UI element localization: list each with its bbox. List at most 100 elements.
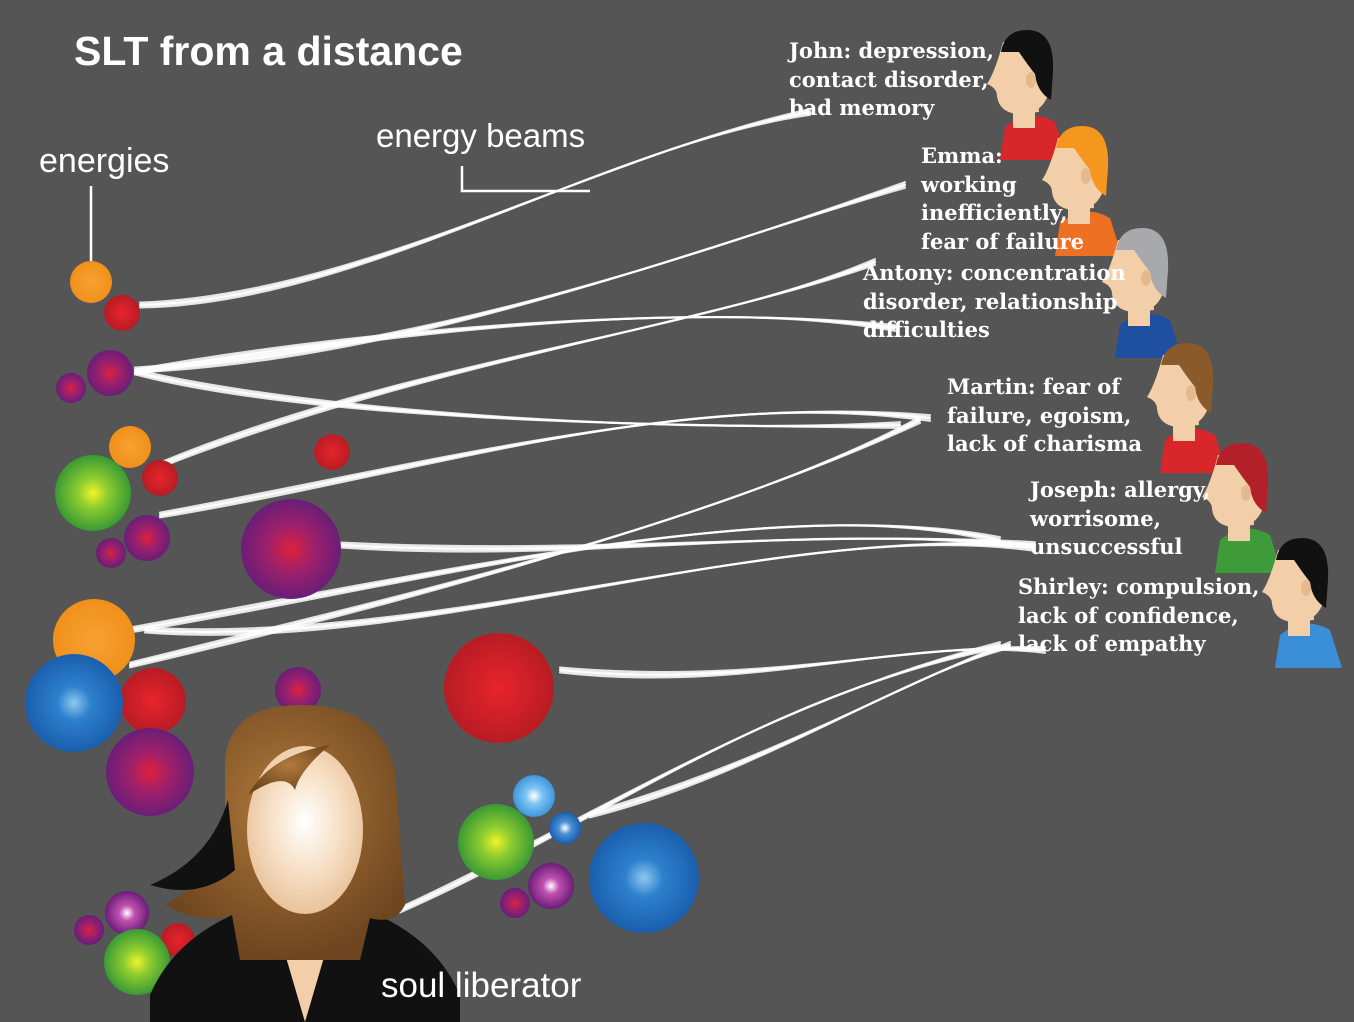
person-label-emma: Emma: working inefficiently, fear of fai…	[921, 142, 1084, 256]
energy-beam-stroke	[159, 262, 876, 467]
energy-beam-stroke	[588, 643, 1012, 817]
person-ear	[1081, 168, 1091, 184]
energy-beam-stroke	[133, 181, 907, 369]
person-hair	[1116, 228, 1169, 298]
energy-sphere	[314, 434, 350, 470]
person-ear	[1301, 580, 1311, 596]
person-label-line: inefficiently,	[921, 200, 1068, 225]
energy-beam-stroke	[143, 544, 1037, 636]
person-label-line: Shirley: compulsion,	[1018, 574, 1260, 599]
energy-beams-label: energy beams	[376, 117, 586, 154]
energy-sphere	[241, 499, 341, 599]
energy-beam-stroke	[338, 537, 1037, 553]
person-label-line: bad memory	[789, 95, 935, 120]
person-label-line: Antony: concentration	[863, 260, 1126, 285]
energy-sphere	[142, 460, 178, 496]
person-ear	[1141, 270, 1151, 286]
energy-sphere	[96, 538, 126, 568]
energy-beam-stroke	[133, 186, 907, 374]
person-ear	[1241, 485, 1251, 501]
person-head-emma	[1042, 126, 1122, 256]
energy-beam-stroke	[128, 421, 922, 669]
person-head-joseph	[1202, 443, 1282, 573]
person-head-shirley	[1262, 538, 1342, 668]
energy-beam-stroke	[133, 183, 907, 372]
energy-sphere	[458, 804, 534, 880]
person-label-line: unsuccessful	[1030, 534, 1183, 559]
person-label-line: lack of confidence,	[1018, 602, 1239, 628]
energy-sphere	[444, 633, 554, 743]
person-label-line: working	[921, 171, 1017, 197]
person-ear	[1186, 385, 1196, 401]
person-label-line: lack of empathy	[1018, 631, 1206, 656]
energy-sphere	[87, 350, 133, 396]
person-hair	[1001, 30, 1054, 100]
energy-sphere	[124, 515, 170, 561]
energy-beams-pointer	[460, 166, 590, 193]
people-heads	[987, 30, 1342, 668]
energy-beam-stroke	[588, 646, 1012, 819]
energy-sphere	[70, 261, 112, 303]
energy-beam-stroke	[158, 263, 877, 469]
energy-beams	[128, 108, 1047, 914]
energies-label: energies	[39, 142, 170, 180]
person-label-line: John: depression,	[789, 38, 994, 63]
soul-liberator-label: soul liberator	[381, 966, 582, 1005]
energy-sphere	[589, 823, 699, 933]
energy-sphere	[55, 455, 131, 531]
energy-sphere	[56, 373, 86, 403]
energy-sphere	[74, 915, 104, 945]
energy-beam-stroke	[158, 411, 932, 519]
energy-beam-stroke	[133, 370, 902, 428]
energy-spheres	[25, 261, 699, 995]
person-head-john	[987, 30, 1067, 160]
energy-sphere	[500, 888, 530, 918]
energy-sphere	[104, 929, 170, 995]
energy-beam-stroke	[128, 524, 1002, 634]
energy-beam-stroke	[158, 260, 877, 467]
person-label-martin: Martin: fear of failure, egoism, lack of…	[947, 373, 1142, 459]
person-label-line: disorder, relationship	[863, 288, 1118, 314]
person-label-joseph: Joseph: allergy, worrisome, unsuccessful	[1030, 476, 1210, 562]
energy-beam-stroke	[133, 315, 897, 376]
energy-sphere	[25, 654, 123, 752]
person-hair	[1276, 538, 1329, 608]
person-label-line: failure, egoism,	[947, 402, 1132, 428]
person-hair	[1216, 443, 1269, 513]
person-label-john: John: depression, contact disorder, bad …	[789, 37, 994, 123]
energy-beam-stroke	[159, 411, 931, 517]
person-hair	[1161, 343, 1214, 413]
energy-sphere	[109, 426, 151, 468]
energy-beam-stroke	[133, 373, 902, 429]
energy-sphere	[528, 863, 574, 909]
energy-sphere	[513, 775, 555, 817]
liberator-hair-shadow	[150, 800, 235, 890]
person-label-shirley: Shirley: compulsion, lack of confidence,…	[1018, 573, 1259, 659]
person-hair	[1056, 126, 1109, 196]
energy-sphere	[105, 891, 149, 935]
person-label-antony: Antony: concentration disorder, relation…	[863, 259, 1126, 345]
person-label-line: contact disorder,	[789, 66, 989, 92]
person-label-line: worrisome,	[1030, 505, 1161, 531]
person-label-line: fear of failure	[921, 228, 1085, 254]
energy-sphere	[104, 295, 140, 331]
person-label-line: Martin: fear of	[947, 374, 1121, 399]
person-ear	[1026, 72, 1036, 88]
person-label-line: Joseph: allergy,	[1030, 477, 1211, 502]
energy-beam-stroke	[134, 182, 906, 370]
person-label-line: difficulties	[863, 317, 990, 342]
page-title: SLT from a distance	[74, 28, 463, 74]
energy-beam-stroke	[134, 185, 906, 372]
energy-beam-stroke	[138, 113, 812, 309]
energy-sphere	[120, 668, 186, 734]
person-label-line: lack of charisma	[947, 431, 1142, 456]
energy-sphere	[549, 812, 581, 844]
person-label-line: Emma:	[921, 143, 1003, 168]
person-head-martin	[1147, 343, 1227, 473]
soul-liberator-figure	[150, 705, 460, 1022]
person-head-antony	[1102, 228, 1182, 358]
liberator-face	[247, 746, 363, 914]
energy-sphere	[106, 728, 194, 816]
